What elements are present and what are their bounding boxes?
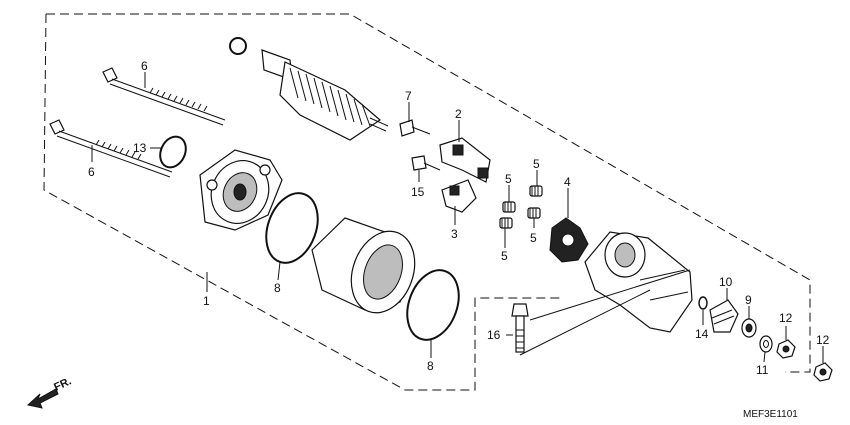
front-arrow-icon: [26, 388, 59, 409]
brush-spring-3[interactable]: [499, 217, 513, 229]
motor-case[interactable]: [311, 217, 426, 322]
callout-5-bottom: 5: [501, 249, 508, 263]
callout-5-top-left: 5: [505, 172, 512, 186]
o-ring-small[interactable]: [155, 132, 190, 171]
callout-5-top-right: 5: [533, 157, 540, 171]
armature[interactable]: [229, 37, 389, 141]
front-direction-arrow: FR.: [26, 375, 73, 409]
callout-14: 14: [695, 327, 709, 341]
front-arrow-label: FR.: [52, 375, 73, 393]
long-bolt-lower[interactable]: [49, 119, 173, 178]
callout-9: 9: [745, 293, 752, 307]
callout-5-mid: 5: [530, 231, 537, 245]
brush-holder-lower[interactable]: [441, 179, 477, 213]
mounting-bolt[interactable]: [511, 303, 529, 353]
leader-lines: [91, 72, 824, 363]
terminal-bolt[interactable]: [399, 119, 431, 137]
callout-7: 7: [405, 89, 412, 103]
washer[interactable]: [759, 335, 773, 353]
brush-holder-bolt[interactable]: [411, 155, 441, 171]
callout-6-lower: 6: [88, 165, 95, 179]
diagram-code: MEF3E1101: [743, 409, 798, 420]
flange-nut-lower[interactable]: [813, 362, 833, 382]
flange-nut-upper[interactable]: [776, 339, 796, 359]
callout-12-lower: 12: [816, 333, 830, 347]
brush-spring-1[interactable]: [502, 201, 516, 213]
callout-3: 3: [451, 227, 458, 241]
callout-10: 10: [719, 275, 733, 289]
callout-11: 11: [756, 363, 769, 377]
thrust-washer[interactable]: [741, 318, 757, 338]
starter-clutch-gear[interactable]: [709, 299, 739, 333]
callout-16: 16: [487, 328, 501, 342]
callout-1: 1: [203, 294, 210, 308]
long-bolt-upper[interactable]: [102, 67, 226, 126]
callout-8-left: 8: [274, 281, 281, 295]
callout-4: 4: [564, 175, 571, 189]
assembly-outline: [43, 13, 811, 391]
circlip[interactable]: [698, 296, 708, 310]
damper[interactable]: [549, 217, 589, 263]
callout-15: 15: [411, 185, 425, 199]
reduction-gear-housing[interactable]: [584, 231, 693, 333]
callout-2: 2: [455, 107, 462, 121]
callout-8-right: 8: [427, 359, 434, 373]
brush-spring-4[interactable]: [527, 207, 541, 219]
brush-holder-upper[interactable]: [439, 137, 491, 183]
front-cover[interactable]: [199, 149, 283, 233]
callout-6-upper: 6: [141, 59, 148, 73]
callout-13: 13: [133, 141, 147, 155]
callout-labels: 1 2 3 4 5 5 5 5 6 6 7 8 8 9 10 11 12 12 …: [88, 59, 830, 377]
o-ring-right[interactable]: [398, 263, 468, 347]
callout-12-upper: 12: [779, 311, 793, 325]
o-ring-left[interactable]: [257, 186, 327, 270]
brush-spring-2[interactable]: [529, 185, 543, 197]
